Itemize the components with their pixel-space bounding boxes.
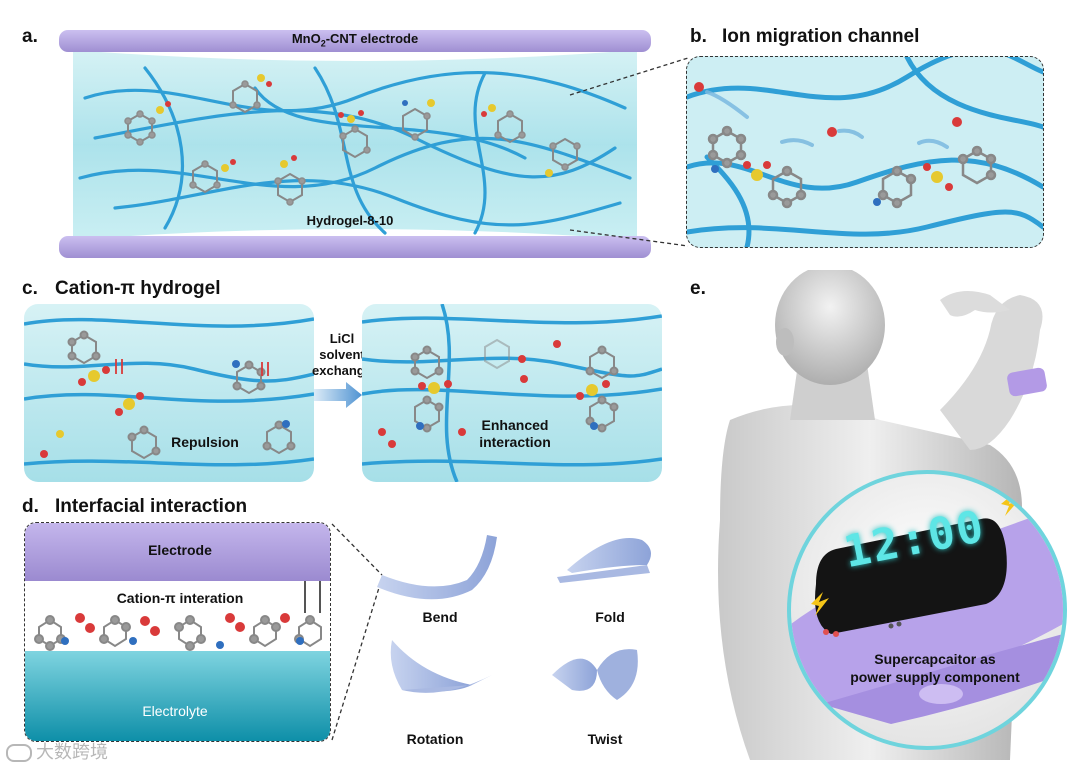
rotation-shape xyxy=(390,640,492,693)
repulsion-caption: Repulsion xyxy=(171,434,239,450)
twist-caption: Twist xyxy=(587,731,623,747)
fold-caption: Fold xyxy=(595,609,625,625)
panel-d-frame xyxy=(24,522,331,742)
panel-b-frame xyxy=(686,56,1044,248)
zoom-connector-d xyxy=(331,523,383,741)
watch-zoom-circle xyxy=(787,470,1067,750)
enhanced-caption-line2: interaction xyxy=(479,434,551,450)
ion-migration-illustration xyxy=(687,57,1043,247)
panel-c-label: c. xyxy=(22,278,38,299)
panel-e-label: e. xyxy=(690,278,706,299)
electrode-layer xyxy=(25,523,330,581)
fold-shape xyxy=(557,538,651,583)
top-electrode xyxy=(59,30,651,52)
hydrogel-before-box xyxy=(24,304,314,482)
bend-caption: Bend xyxy=(422,609,458,625)
panel-d-label: d. xyxy=(22,496,39,517)
supercapacitor-caption: Supercapcaitor as power supply component xyxy=(835,650,1035,686)
supercapacitor-caption-line2: power supply component xyxy=(850,669,1020,685)
exchange-label: LiCl solvent exchange xyxy=(312,331,372,379)
hydrogel-after-box xyxy=(362,304,662,482)
watermark-icon xyxy=(6,744,32,762)
molecule-group-a xyxy=(124,74,581,206)
supercapacitor-caption-line1: Supercapcaitor as xyxy=(874,651,996,667)
panel-c-title: Cation-π hydrogel xyxy=(55,278,221,299)
exchange-label-line1: LiCl xyxy=(329,331,355,346)
rotation-caption: Rotation xyxy=(406,731,464,747)
panel-a-illustration xyxy=(59,30,651,258)
deformation-shapes xyxy=(377,535,651,700)
exchange-arrow xyxy=(314,382,362,408)
enhanced-caption-line1: Enhanced xyxy=(481,417,549,433)
twist-shape xyxy=(552,649,638,700)
watermark: 大数跨境 xyxy=(6,738,108,764)
electrode-label-a: MnO2-CNT electrode xyxy=(291,31,419,49)
electrolyte-label: Electrolyte xyxy=(142,703,208,719)
hydrogel-label-a: Hydrogel-8-10 xyxy=(306,213,394,228)
panel-d-title: Interfacial interaction xyxy=(55,496,248,517)
exchange-label-line3: exchange xyxy=(312,363,372,378)
zoom-connector-ab xyxy=(569,57,689,247)
enhanced-caption: Enhanced interaction xyxy=(460,417,570,451)
polymer-network xyxy=(78,66,632,235)
panel-a-label: a. xyxy=(22,26,38,47)
watermark-text: 大数跨境 xyxy=(36,742,108,763)
exchange-label-line2: solvent xyxy=(319,347,365,362)
cation-pi-label: Cation-π interation xyxy=(116,590,244,606)
wristband-top xyxy=(1007,367,1047,397)
panel-b-label: b. xyxy=(690,26,707,47)
electrode-label-d: Electrode xyxy=(148,542,212,558)
bend-shape xyxy=(377,535,497,600)
electrolyte-layer xyxy=(25,651,330,741)
bottom-electrode xyxy=(59,236,651,258)
panel-b-title: Ion migration channel xyxy=(722,26,920,47)
